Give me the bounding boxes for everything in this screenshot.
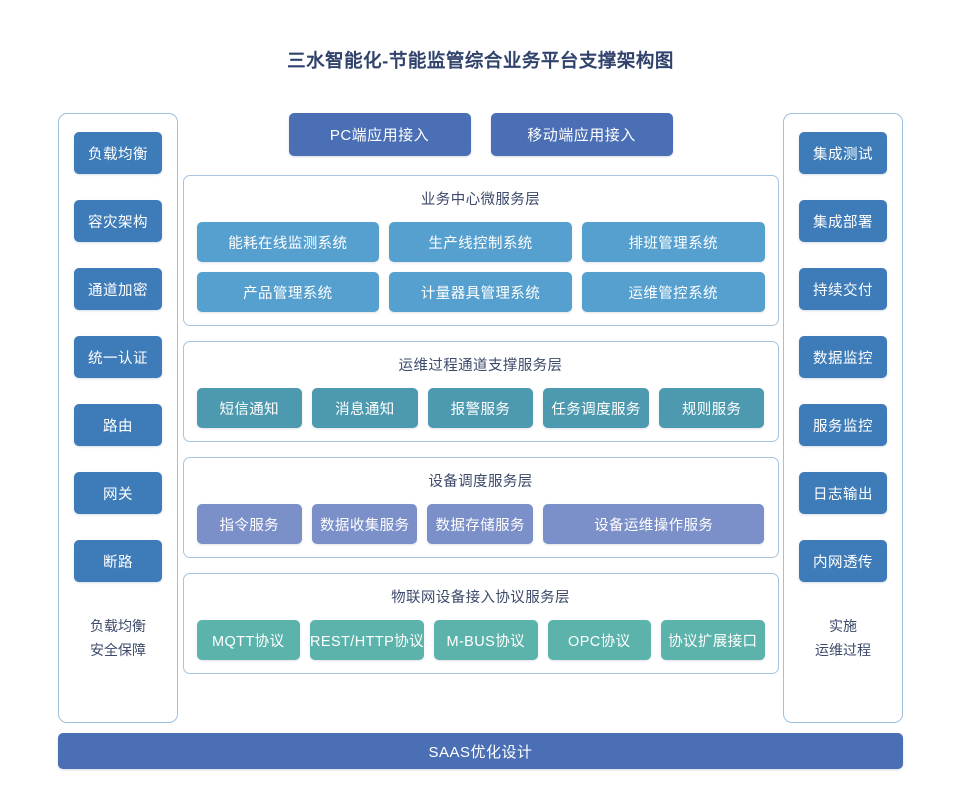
left-column-footer-line2: 安全保障 xyxy=(90,642,146,658)
service-energy-monitoring[interactable]: 能耗在线监测系统 xyxy=(196,222,380,262)
layer-device-title: 设备调度服务层 xyxy=(428,474,533,490)
layer-ops-title: 运维过程通道支撑服务层 xyxy=(398,358,563,374)
sidebar-item-disaster-recovery[interactable]: 容灾架构 xyxy=(74,200,162,242)
saas-optimization-bar[interactable]: SAAS优化设计 xyxy=(58,733,903,769)
service-rules[interactable]: 规则服务 xyxy=(658,388,765,428)
sidebar-item-log-output[interactable]: 日志输出 xyxy=(799,472,887,514)
protocol-mbus[interactable]: M-BUS协议 xyxy=(433,620,538,660)
layer-ops-row: 短信通知 消息通知 报警服务 任务调度服务 规则服务 xyxy=(196,388,765,428)
mobile-access-button[interactable]: 移动端应用接入 xyxy=(490,113,673,156)
right-column-footer: 实施 运维过程 xyxy=(815,614,871,662)
sidebar-item-integration-test[interactable]: 集成测试 xyxy=(799,132,887,174)
layer-iot-protocol-access: 物联网设备接入协议服务层 MQTT协议 REST/HTTP协议 M-BUS协议 … xyxy=(182,573,779,674)
layer-device-row: 指令服务 数据收集服务 数据存储服务 设备运维操作服务 xyxy=(196,504,765,544)
protocol-rest-http[interactable]: REST/HTTP协议 xyxy=(310,620,424,660)
center-stack: PC端应用接入 移动端应用接入 业务中心微服务层 能耗在线监测系统 生产线控制系… xyxy=(182,113,779,723)
architecture-body: 负载均衡 容灾架构 通道加密 统一认证 路由 网关 断路 负载均衡 安全保障 P… xyxy=(58,113,903,723)
service-shift-management[interactable]: 排班管理系统 xyxy=(581,222,765,262)
service-ops-control[interactable]: 运维管控系统 xyxy=(581,272,765,312)
pc-access-button[interactable]: PC端应用接入 xyxy=(288,113,471,156)
layer-business-row-1: 能耗在线监测系统 生产线控制系统 排班管理系统 xyxy=(196,222,765,262)
service-metering-instrument-management[interactable]: 计量器具管理系统 xyxy=(389,272,572,312)
sidebar-item-service-monitoring[interactable]: 服务监控 xyxy=(799,404,887,446)
left-column-footer: 负载均衡 安全保障 xyxy=(90,614,146,662)
protocol-opc[interactable]: OPC协议 xyxy=(547,620,652,660)
protocol-mqtt[interactable]: MQTT协议 xyxy=(196,620,301,660)
service-device-ops-operation[interactable]: 设备运维操作服务 xyxy=(542,504,765,544)
application-access-row: PC端应用接入 移动端应用接入 xyxy=(183,113,779,156)
service-message-notification[interactable]: 消息通知 xyxy=(312,388,418,428)
right-column-footer-line1: 实施 xyxy=(829,618,857,634)
sidebar-item-integration-deploy[interactable]: 集成部署 xyxy=(799,200,887,242)
service-product-management[interactable]: 产品管理系统 xyxy=(196,272,380,312)
sidebar-item-circuit-breaker[interactable]: 断路 xyxy=(74,540,162,582)
layer-protocol-row: MQTT协议 REST/HTTP协议 M-BUS协议 OPC协议 协议扩展接口 xyxy=(196,620,765,660)
sidebar-item-unified-auth[interactable]: 统一认证 xyxy=(74,336,162,378)
left-support-column: 负载均衡 容灾架构 通道加密 统一认证 路由 网关 断路 负载均衡 安全保障 xyxy=(58,113,178,723)
sidebar-item-routing[interactable]: 路由 xyxy=(74,404,162,446)
sidebar-item-data-monitoring[interactable]: 数据监控 xyxy=(799,336,887,378)
sidebar-item-continuous-delivery[interactable]: 持续交付 xyxy=(799,268,887,310)
service-data-collection[interactable]: 数据收集服务 xyxy=(311,504,418,544)
layer-ops-channel-support: 运维过程通道支撑服务层 短信通知 消息通知 报警服务 任务调度服务 规则服务 xyxy=(182,341,779,442)
layer-protocol-title: 物联网设备接入协议服务层 xyxy=(391,590,570,606)
right-column-footer-line2: 运维过程 xyxy=(815,642,871,658)
service-task-scheduling[interactable]: 任务调度服务 xyxy=(543,388,649,428)
right-support-column: 集成测试 集成部署 持续交付 数据监控 服务监控 日志输出 内网透传 实施 运维… xyxy=(783,113,903,723)
service-data-storage[interactable]: 数据存储服务 xyxy=(427,504,533,544)
service-production-line-control[interactable]: 生产线控制系统 xyxy=(389,222,572,262)
layer-business-title: 业务中心微服务层 xyxy=(420,192,541,208)
layer-business-row-2: 产品管理系统 计量器具管理系统 运维管控系统 xyxy=(196,272,765,312)
protocol-extension-interface[interactable]: 协议扩展接口 xyxy=(661,620,765,660)
service-sms-notification[interactable]: 短信通知 xyxy=(196,388,303,428)
sidebar-item-channel-encryption[interactable]: 通道加密 xyxy=(74,268,162,310)
service-command[interactable]: 指令服务 xyxy=(196,504,302,544)
sidebar-item-intranet-passthrough[interactable]: 内网透传 xyxy=(799,540,887,582)
layer-device-scheduling: 设备调度服务层 指令服务 数据收集服务 数据存储服务 设备运维操作服务 xyxy=(182,457,779,558)
sidebar-item-load-balance[interactable]: 负载均衡 xyxy=(74,132,162,174)
left-column-footer-line1: 负载均衡 xyxy=(90,618,146,634)
page-title: 三水智能化-节能监管综合业务平台支撑架构图 xyxy=(287,50,674,71)
layer-business-microservices: 业务中心微服务层 能耗在线监测系统 生产线控制系统 排班管理系统 产品管理系统 … xyxy=(182,175,779,326)
sidebar-item-gateway[interactable]: 网关 xyxy=(74,472,162,514)
service-alarm[interactable]: 报警服务 xyxy=(427,388,534,428)
